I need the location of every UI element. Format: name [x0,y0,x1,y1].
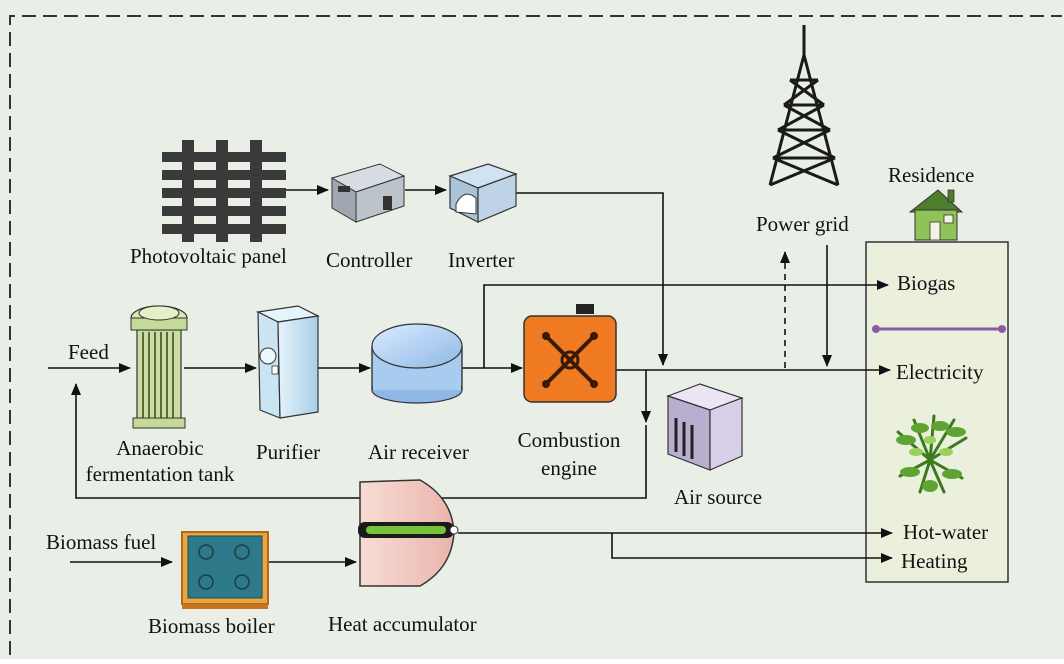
combustion-engine-label-line1: Combustion [517,428,621,452]
photovoltaic-panel-label: Photovoltaic panel [130,244,287,268]
air-receiver-label: Air receiver [368,440,469,464]
house-icon [908,189,964,241]
heat-accumulator-label: Heat accumulator [328,612,477,636]
feed-label: Feed [68,340,109,364]
dashed-frame [9,15,1062,655]
anaerobic-tank-label-line1: Anaerobic [116,436,204,460]
air-receiver-icon [371,323,463,404]
controller-label: Controller [326,248,413,272]
divider-dot-right [998,325,1006,333]
air-source-icon [666,383,744,471]
biomass-boiler-label: Biomass boiler [148,614,275,638]
inverter-label: Inverter [448,248,515,272]
combustion-engine-label-line2: engine [541,456,597,480]
heat-accumulator-icon [358,479,459,587]
anaerobic-tank-label-line2: fermentation tank [85,462,235,486]
biomass-fuel-label: Biomass fuel [46,530,157,554]
heating-output-label: Heating [901,549,968,573]
residence-label: Residence [888,163,975,187]
inverter-icon [448,163,518,223]
arrow-inverter-to-bus [516,192,668,366]
combustion-engine-icon [523,304,617,403]
electricity-output-label: Electricity [896,360,984,384]
arrow-biogas [483,280,889,368]
controller-icon [330,163,406,223]
arrow-heating [611,533,893,563]
purifier-label: Purifier [256,440,321,464]
anaerobic-tank-icon [130,305,188,429]
plant-icon [896,414,968,494]
photovoltaic-panel-icon [162,140,286,242]
purifier-icon [256,305,320,419]
power-grid-label: Power grid [756,212,849,236]
residence-box [865,241,1009,583]
power-grid-tower-icon [768,25,840,187]
hot-water-output-label: Hot-water [903,520,989,544]
biogas-output-label: Biogas [897,271,956,295]
air-source-label: Air source [674,485,763,509]
divider-dot-left [872,325,880,333]
biomass-boiler-icon [181,531,269,609]
